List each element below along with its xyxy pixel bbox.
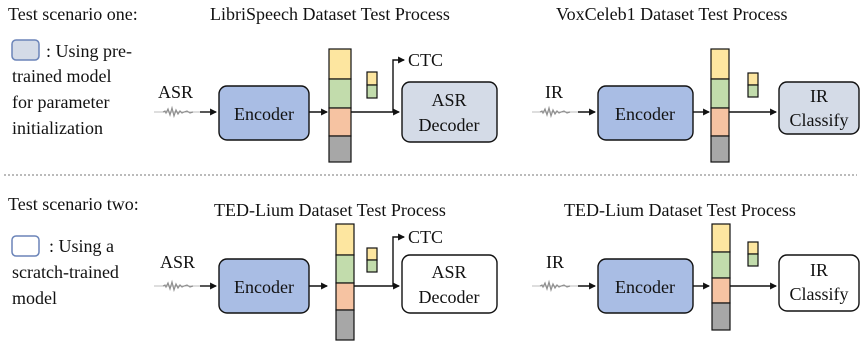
tedlium-right-token-stack <box>747 241 759 267</box>
scenario-two-title: Test scenario two: <box>8 194 139 214</box>
pretrained-legend-line-4: initialization <box>12 118 103 138</box>
librispeech-decoder-box <box>401 81 498 143</box>
pretrained-legend-line-1: : Using pre- <box>46 41 132 61</box>
tedlium-right-feature-stack <box>711 223 731 331</box>
tedlium-right-encoder-label: Encoder <box>615 277 675 297</box>
voxceleb-feature-stack <box>710 48 730 163</box>
voxceleb-panel-title: VoxCeleb1 Dataset Test Process <box>556 4 788 24</box>
librispeech-ctc-arrow <box>351 56 406 113</box>
tedlium-left-panel-title: TED-Lium Dataset Test Process <box>214 200 446 220</box>
voxceleb-encoder-box <box>597 85 694 141</box>
librispeech-encoder-box <box>218 85 310 141</box>
librispeech-asr-input-label: ASR <box>158 82 193 102</box>
scratch-legend-line-2: scratch-trained <box>12 262 119 282</box>
scratch-legend-line-1: : Using a <box>49 236 114 256</box>
tedlium-left-ctc-arrow <box>354 233 406 287</box>
voxceleb-classifier-line-1: IR <box>810 86 828 106</box>
tedlium-right-waveform <box>532 279 580 293</box>
voxceleb-waveform <box>532 105 580 119</box>
tedlium-right-classifier-box <box>778 254 860 312</box>
tedlium-left-ctc-label: CTC <box>408 227 443 247</box>
scratch-legend-swatch <box>11 235 40 257</box>
tedlium-right-panel-title: TED-Lium Dataset Test Process <box>564 200 796 220</box>
scenario-one-title: Test scenario one: <box>8 4 138 24</box>
voxceleb-ir-input-label: IR <box>545 82 563 102</box>
tedlium-left-decoder-line-2: Decoder <box>419 287 480 307</box>
librispeech-decoder-line-1: ASR <box>431 90 466 110</box>
pretrained-legend-swatch <box>11 39 40 61</box>
voxceleb-classifier-box <box>778 81 860 135</box>
librispeech-waveform <box>154 105 202 119</box>
librispeech-feature-stack <box>328 48 352 163</box>
librispeech-encoder-label: Encoder <box>234 104 294 124</box>
tedlium-left-decoder-box <box>401 254 498 314</box>
tedlium-right-ir-input-label: IR <box>546 252 564 272</box>
voxceleb-token-stack <box>747 72 759 98</box>
librispeech-decoder-line-2: Decoder <box>419 115 480 135</box>
tedlium-right-classifier-line-1: IR <box>810 260 828 280</box>
tedlium-left-asr-input-label: ASR <box>160 252 195 272</box>
pretrained-legend-line-2: trained model <box>12 66 111 86</box>
librispeech-panel-title: LibriSpeech Dataset Test Process <box>210 4 450 24</box>
librispeech-ctc-label: CTC <box>408 50 443 70</box>
pretrained-legend-line-3: for parameter <box>12 92 109 112</box>
tedlium-left-feature-stack <box>335 223 355 341</box>
voxceleb-encoder-label: Encoder <box>615 104 675 124</box>
librispeech-token-stack <box>366 71 378 99</box>
tedlium-left-encoder-label: Encoder <box>234 277 294 297</box>
voxceleb-classifier-line-2: Classify <box>789 110 848 130</box>
tedlium-left-token-stack <box>366 247 378 273</box>
tedlium-left-decoder-line-1: ASR <box>431 262 466 282</box>
tedlium-left-waveform <box>154 279 202 293</box>
scratch-legend-line-3: model <box>12 288 57 308</box>
tedlium-right-classifier-line-2: Classify <box>789 284 848 304</box>
